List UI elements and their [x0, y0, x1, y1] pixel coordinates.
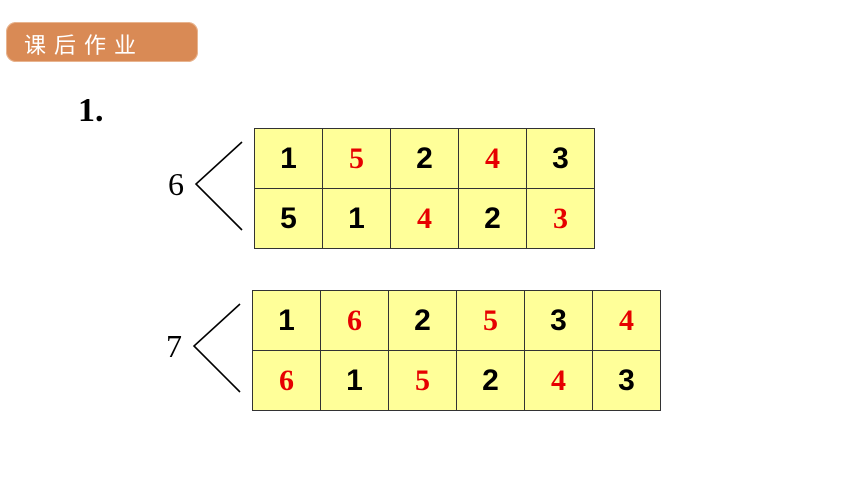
- answer-cell: 4: [458, 128, 527, 189]
- answer-cell: 5: [388, 350, 457, 411]
- given-cell: 3: [592, 350, 661, 411]
- given-cell: 3: [526, 128, 595, 189]
- given-cell: 1: [252, 290, 321, 351]
- decomposition-table-6: 1 5 2 4 3 5 1 4 2 3: [254, 128, 595, 249]
- split-brace-icon: [194, 141, 243, 231]
- given-cell: 2: [456, 350, 525, 411]
- table-row-bottom: 6 1 5 2 4 3: [252, 350, 661, 411]
- given-cell: 1: [320, 350, 389, 411]
- answer-cell: 4: [524, 350, 593, 411]
- given-cell: 1: [322, 188, 391, 249]
- answer-cell: 6: [320, 290, 389, 351]
- total-number-6: 6: [168, 166, 184, 202]
- given-cell: 1: [254, 128, 323, 189]
- question-number: 1.: [78, 92, 104, 129]
- split-brace-icon: [192, 303, 241, 393]
- given-cell: 2: [388, 290, 457, 351]
- table-row-bottom: 5 1 4 2 3: [254, 188, 595, 249]
- answer-cell: 4: [390, 188, 459, 249]
- section-badge: 课后作业: [6, 22, 198, 62]
- section-title: 课后作业: [24, 34, 145, 59]
- given-cell: 2: [458, 188, 527, 249]
- given-cell: 5: [254, 188, 323, 249]
- given-cell: 3: [524, 290, 593, 351]
- given-cell: 2: [390, 128, 459, 189]
- table-row-top: 1 5 2 4 3: [254, 128, 595, 189]
- answer-cell: 5: [322, 128, 391, 189]
- total-number-7: 7: [166, 328, 182, 364]
- answer-cell: 6: [252, 350, 321, 411]
- answer-cell: 4: [592, 290, 661, 351]
- answer-cell: 5: [456, 290, 525, 351]
- decomposition-table-7: 1 6 2 5 3 4 6 1 5 2 4 3: [252, 290, 661, 411]
- answer-cell: 3: [526, 188, 595, 249]
- table-row-top: 1 6 2 5 3 4: [252, 290, 661, 351]
